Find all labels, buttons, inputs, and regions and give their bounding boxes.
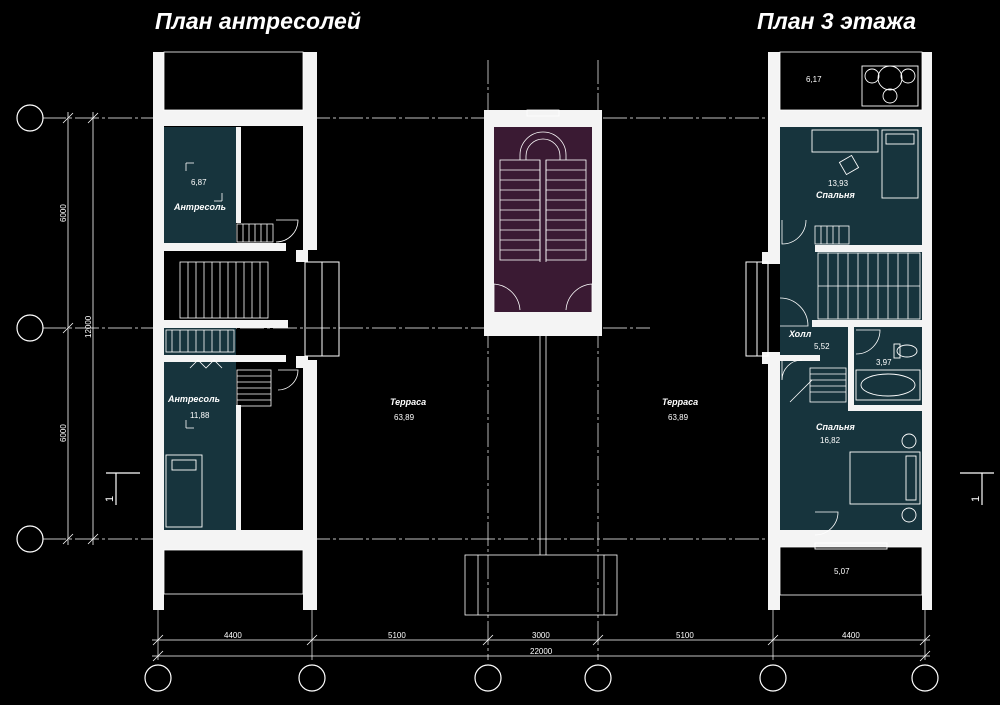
left-room-ticks	[185, 162, 223, 429]
axis-bubble-left-2	[16, 314, 44, 342]
label-terrace-left: Терраса	[390, 397, 426, 407]
dim-horizontal-4: 5100	[676, 631, 694, 640]
axis-bubble-left-1	[16, 104, 44, 132]
stair-core	[464, 109, 618, 616]
dim-vertical-total: 12000	[84, 315, 93, 338]
area-bedroom-bottom: 16,82	[820, 436, 841, 445]
dim-horizontal-1: 4400	[224, 631, 242, 640]
right-doors	[779, 219, 881, 536]
right-furniture	[811, 65, 921, 550]
label-bedroom-bottom: Спальня	[816, 422, 855, 432]
section-marks	[106, 472, 994, 505]
dim-horizontal-total: 22000	[530, 647, 553, 656]
label-terrace-right: Терраса	[662, 397, 698, 407]
left-stair-bottom-small	[236, 369, 272, 407]
area-bedroom-top: 13,93	[828, 179, 849, 188]
area-balcony-top: 6,17	[806, 75, 822, 84]
left-doors	[275, 219, 299, 391]
left-wardrobe	[165, 329, 235, 369]
right-window	[745, 261, 769, 357]
dim-vertical-top: 6000	[59, 204, 68, 222]
section-mark-right-label: 1	[970, 496, 982, 502]
horizontal-dimension-lines	[152, 634, 931, 662]
axis-bubble-bottom-3	[474, 664, 502, 692]
dim-vertical-bottom: 6000	[59, 424, 68, 442]
area-bath: 3,97	[876, 358, 892, 367]
room-bedroom-top	[780, 127, 923, 245]
area-mezzanine-top: 6,87	[191, 178, 207, 187]
axis-bubble-bottom-2	[298, 664, 326, 692]
label-mezzanine-top: Антресоль	[173, 202, 226, 212]
title-third-floor-plan: План 3 этажа	[757, 8, 917, 34]
axis-bubble-bottom-1	[144, 664, 172, 692]
area-terrace-left: 63,89	[394, 413, 415, 422]
right-block	[745, 51, 932, 610]
dim-horizontal-3: 3000	[532, 631, 550, 640]
dim-horizontal-5: 4400	[842, 631, 860, 640]
left-block-walls	[153, 52, 317, 610]
axis-bubble-bottom-4	[584, 664, 612, 692]
area-terrace-right: 63,89	[668, 413, 689, 422]
axis-bubble-bottom-5	[759, 664, 787, 692]
central-stair-treads	[499, 131, 587, 262]
left-bed	[165, 454, 203, 528]
label-bedroom-top: Спальня	[816, 190, 855, 200]
left-window	[304, 261, 340, 357]
axis-bubble-bottom-6	[911, 664, 939, 692]
room-mezzanine-top	[164, 127, 236, 243]
vertical-dimension-lines	[62, 112, 99, 545]
right-stair	[809, 225, 921, 403]
left-stair-top-small	[236, 223, 274, 243]
area-hall: 5,52	[814, 342, 830, 351]
dim-horizontal-2: 5100	[388, 631, 406, 640]
area-mezzanine-bottom: 11,88	[190, 411, 210, 420]
label-hall: Холл	[788, 329, 812, 339]
right-block-walls	[762, 52, 932, 610]
area-balcony-bottom: 5,07	[834, 567, 850, 576]
central-post	[464, 336, 618, 616]
left-stair-upper	[179, 261, 269, 319]
axis-bubbles	[16, 104, 939, 692]
title-mezzanine-plan: План антресолей	[155, 8, 361, 34]
label-mezzanine-bottom: Антресоль	[167, 394, 220, 404]
section-mark-left-label: 1	[104, 496, 116, 502]
central-doors	[493, 109, 593, 312]
axis-bubble-left-3	[16, 525, 44, 553]
left-block	[153, 51, 340, 610]
